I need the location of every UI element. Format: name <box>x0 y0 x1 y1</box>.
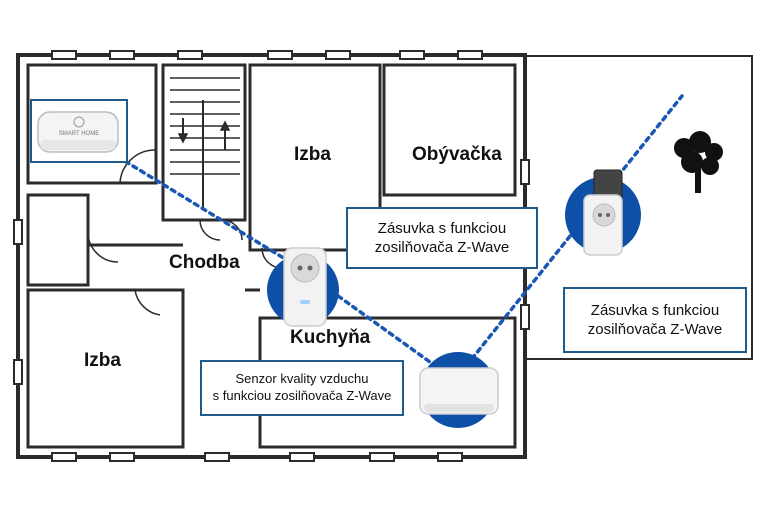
room-label-izba-top: Izba <box>294 144 331 165</box>
room-label-chodba: Chodba <box>169 252 240 273</box>
stairs-arrows-icon <box>170 77 240 210</box>
smart-home-hub-icon: SMART HOME <box>30 99 128 163</box>
zwave-link-line <box>108 94 684 383</box>
house-walls <box>13 50 530 462</box>
callout-socket-right-line2: zosilňovača Z-Wave <box>587 321 723 338</box>
outdoor-plug-icon <box>565 169 641 256</box>
callout-socket-right-line1: Zásuvka s funkciou <box>590 301 720 319</box>
tree-icon <box>674 131 723 193</box>
callout-socket-center-line2: zosilňovača Z-Wave <box>374 239 510 256</box>
callout-socket-center-line1: Zásuvka s funkciou <box>377 219 507 237</box>
callout-air-sensor: Senzor kvality vzduchu s funkciou zosilň… <box>200 360 404 416</box>
callout-socket-right: Zásuvka s funkciou zosilňovača Z-Wave <box>563 287 747 353</box>
air-sensor-icon <box>419 352 499 428</box>
callout-air-sensor-line2: s funkciou zosilňovača Z-Wave <box>212 388 392 403</box>
smart-plug-icon <box>267 247 339 327</box>
room-label-obyvacka: Obývačka <box>412 144 502 165</box>
callout-air-sensor-line1: Senzor kvality vzduchu <box>235 371 369 387</box>
hub-label: SMART HOME <box>59 131 99 137</box>
room-label-kuchyna: Kuchyňa <box>290 327 371 348</box>
callout-socket-center: Zásuvka s funkciou zosilňovača Z-Wave <box>346 207 538 269</box>
room-label-izba-bottom: Izba <box>84 350 121 371</box>
